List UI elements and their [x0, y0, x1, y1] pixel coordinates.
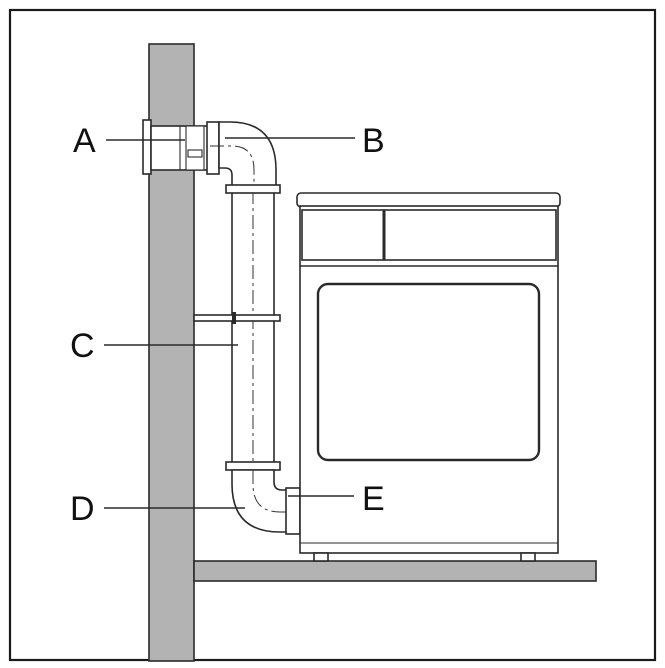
dryer-exhaust-connector: [285, 487, 301, 535]
label-d: D: [70, 490, 95, 528]
leader-lines: [104, 137, 355, 509]
vent-flange: [142, 119, 152, 175]
label-b: B: [362, 122, 385, 160]
lower-elbow-centerline: [252, 470, 300, 513]
vertical-pipe: [225, 184, 281, 471]
wall-bracket: [193, 312, 281, 324]
dryer-foot-left: [313, 552, 329, 562]
dryer: [296, 192, 561, 562]
pipe-coupling-top: [225, 184, 281, 194]
control-panel: [301, 209, 557, 261]
dryer-door: [316, 282, 541, 462]
label-a: A: [73, 122, 96, 160]
dryer-foot-right: [520, 552, 536, 562]
floor-section: [193, 560, 597, 582]
bracket-arm: [193, 314, 281, 322]
upper-elbow-centerline: [210, 145, 255, 190]
label-e: E: [362, 480, 385, 518]
floor: [193, 560, 597, 582]
vent-clamp: [185, 125, 205, 171]
label-c: C: [70, 327, 95, 365]
wall-vent-outlet: [142, 119, 220, 175]
pipe-coupling-bottom: [225, 461, 281, 471]
vent-clamp-screw: [187, 149, 203, 158]
dryer-top: [296, 192, 561, 208]
vent-collar: [206, 121, 220, 175]
bracket-clamp: [232, 312, 236, 324]
